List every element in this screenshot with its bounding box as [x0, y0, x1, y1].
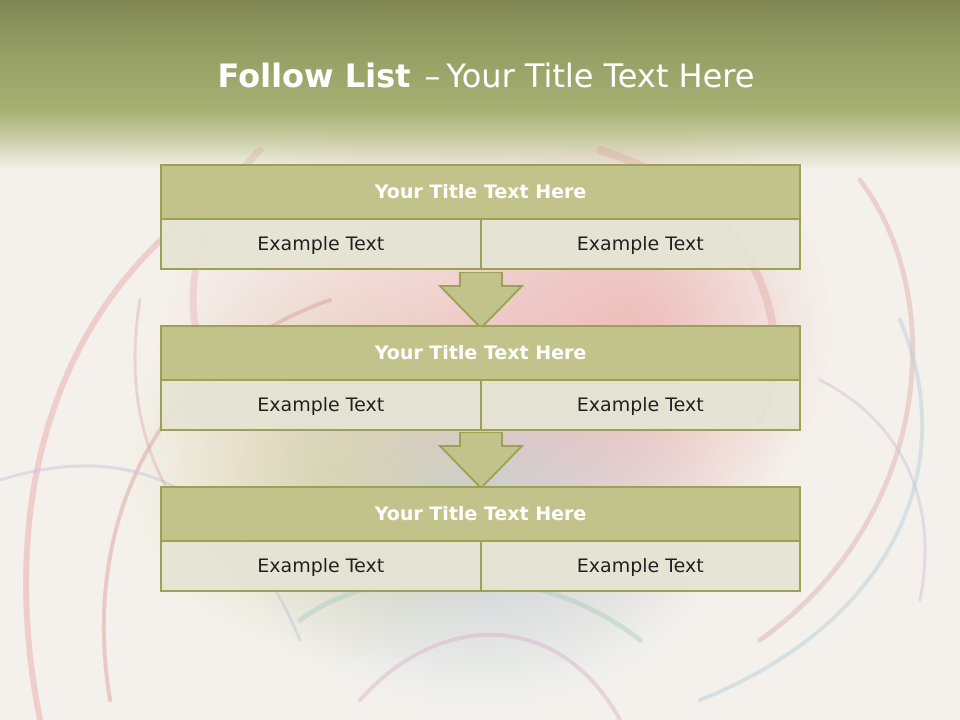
down-arrow-icon — [438, 272, 524, 330]
down-arrow-icon — [438, 432, 524, 490]
block-cell-left: Example Text — [160, 381, 482, 431]
block-row: Example Text Example Text — [160, 381, 801, 431]
block-title: Your Title Text Here — [160, 486, 801, 542]
list-block-1: Your Title Text Here Example Text Exampl… — [160, 164, 801, 270]
slide-title-dash: – — [424, 57, 441, 95]
block-title: Your Title Text Here — [160, 164, 801, 220]
list-block-3: Your Title Text Here Example Text Exampl… — [160, 486, 801, 592]
block-cell-right: Example Text — [481, 542, 801, 592]
block-cell-left: Example Text — [160, 542, 482, 592]
block-title: Your Title Text Here — [160, 325, 801, 381]
slide-title-bold: Follow List — [217, 57, 411, 95]
title-bar — [0, 0, 960, 170]
slide-title-rest: Your Title Text Here — [446, 57, 755, 95]
slide-title: Follow List–Your Title Text Here — [0, 52, 960, 100]
list-block-2: Your Title Text Here Example Text Exampl… — [160, 325, 801, 431]
block-row: Example Text Example Text — [160, 220, 801, 270]
block-cell-left: Example Text — [160, 220, 482, 270]
block-row: Example Text Example Text — [160, 542, 801, 592]
block-cell-right: Example Text — [481, 381, 801, 431]
block-cell-right: Example Text — [481, 220, 801, 270]
